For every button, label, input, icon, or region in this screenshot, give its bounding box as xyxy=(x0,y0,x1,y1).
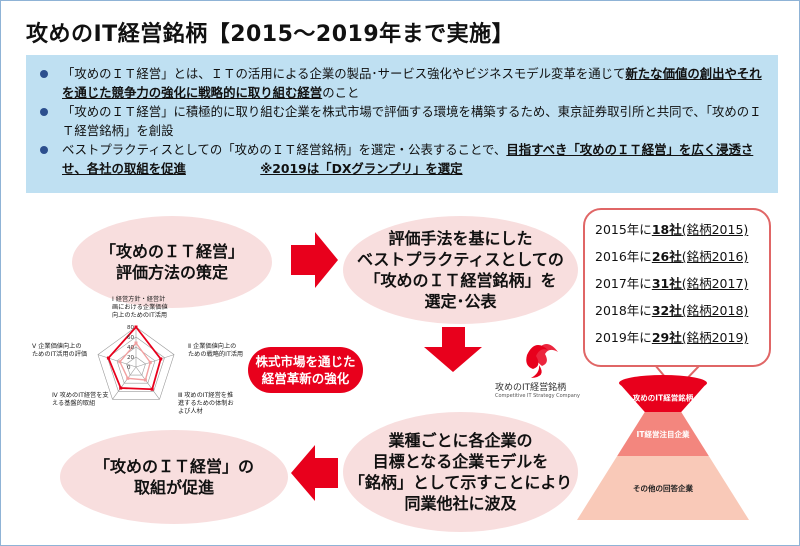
bullet-item: 「攻めのＩＴ経営」とは、ＩＴの活用による企業の製品･サービス強化やビジネスモデル… xyxy=(40,64,770,102)
step-ripple-effect: 業種ごとに各企業の 目標となる企業モデルを 「銘柄」として示すことにより 同業他… xyxy=(343,412,578,532)
history-row: 2016年に26社(銘柄2016) xyxy=(595,243,748,270)
radar-point xyxy=(119,386,123,390)
history-pre: 2019年に xyxy=(595,330,652,345)
step-promotion-text: 「攻めのＩＴ経営」の 取組が促進 xyxy=(93,457,254,497)
pyramid-label: IT経営注目企業 xyxy=(637,429,690,439)
radar-axis-label: Ⅰ 経営方針・経営計 画における企業価値 向上のためのIT活用 xyxy=(112,296,168,319)
history-pre: 2018年に xyxy=(595,303,652,318)
history-pre: 2015年に xyxy=(595,222,652,237)
bullet-item: ベストプラクティスとしての「攻めのＩＴ経営銘柄」を選定・公表することで、目指すべ… xyxy=(40,140,770,178)
radar-tick-label: 0 xyxy=(127,365,131,371)
logo-subtitle: Competitive IT Strategy Company xyxy=(495,393,580,399)
history-list: 2015年に18社(銘柄2015)2016年に26社(銘柄2016)2017年に… xyxy=(595,216,748,351)
bullet-text: のこと xyxy=(322,85,360,100)
radar-point xyxy=(134,341,138,345)
history-post: (銘柄2019) xyxy=(681,330,749,345)
history-row: 2017年に31社(銘柄2017) xyxy=(595,270,748,297)
history-pre: 2016年に xyxy=(595,249,652,264)
bullet-text: 「攻めのＩＴ経営」とは、ＩＴの活用による企業の製品･サービス強化やビジネスモデル… xyxy=(62,66,626,81)
radar-point xyxy=(150,387,154,391)
page-title: 攻めのIT経営銘柄【2015～2019年まで実施】 xyxy=(26,22,515,47)
step-evaluation-method-text: 「攻めのＩＴ経営」 評価方法の策定 xyxy=(99,242,244,282)
radar-grid-ring xyxy=(97,326,175,400)
pyramid-label: 攻めのIT経営銘柄 xyxy=(633,393,694,403)
radar-point xyxy=(118,360,122,364)
history-post: (銘柄2015) xyxy=(681,222,749,237)
radar-axis xyxy=(135,354,175,368)
pyramid-label: その他の回答企業 xyxy=(633,483,693,493)
history-pre: 2017年に xyxy=(595,276,652,291)
history-post: (銘柄2016) xyxy=(681,249,749,264)
arrow-left xyxy=(291,445,338,501)
radar-point xyxy=(106,356,110,360)
step-selection: 評価手法を基にした ベストプラクティスとしての 「攻めのＩＴ経営銘柄」を 選定･… xyxy=(343,216,578,324)
bullet-text: ベストプラクティスとしての「攻めのＩＴ経営銘柄」を選定・公表することで、 xyxy=(62,142,507,157)
bullet-dot-icon xyxy=(40,146,48,154)
center-pill: 株式市場を通じた 経営革新の強化 xyxy=(248,347,363,393)
history-post: (銘柄2018) xyxy=(681,303,749,318)
pyramid-tier xyxy=(577,456,749,520)
bullet-emphasis: 新たな価値の創出やそれを通じた競争力の強化に戦略的に取り組む経営 xyxy=(62,66,762,100)
radar-axis-label: Ⅲ 攻めのIT経営を推 進するための体制お よび人材 xyxy=(178,392,234,415)
summary-box: 「攻めのＩＴ経営」とは、ＩＴの活用による企業の製品･サービス強化やビジネスモデル… xyxy=(26,55,778,193)
radar-axis xyxy=(135,366,160,400)
radar-grid-ring xyxy=(116,346,156,384)
radar-axis xyxy=(97,354,137,368)
radar-tick-label: 20 xyxy=(127,355,134,361)
radar-axis-label: Ⅱ 企業価値向上の ための戦略的IT活用 xyxy=(188,343,244,358)
radar-series-line xyxy=(119,341,152,381)
bullet-dot-icon xyxy=(40,70,48,78)
bullet-item: 「攻めのＩＴ経営」に積極的に取り組む企業を株式市場で評価する環境を構築するため、… xyxy=(40,102,770,140)
bullet-list: 「攻めのＩＴ経営」とは、ＩＴの活用による企業の製品･サービス強化やビジネスモデル… xyxy=(40,64,770,178)
history-count: 18社 xyxy=(651,222,682,237)
logo-mark-icon xyxy=(526,344,558,378)
pyramid-cap xyxy=(619,375,707,391)
radar-tick-label: 80 xyxy=(127,325,134,331)
radar-point xyxy=(148,360,152,364)
radar-point xyxy=(126,376,130,380)
history-post: (銘柄2017) xyxy=(681,276,749,291)
bullet-emphasis: 目指すべき「攻めのＩＴ経営」を広く浸透させ、各社の取組を促進 xyxy=(62,142,754,176)
radar-point xyxy=(143,378,147,382)
history-row: 2015年に18社(銘柄2015) xyxy=(595,216,748,243)
radar-point xyxy=(134,325,138,329)
step-evaluation-method: 「攻めのＩＴ経営」 評価方法の策定 xyxy=(72,216,272,308)
radar-axis-label: Ⅳ 攻めのIT経営を支 える基盤的取組 xyxy=(52,392,109,407)
history-count: 29社 xyxy=(651,330,682,345)
bullet-text: 「攻めのＩＴ経営」に積極的に取り組む企業を株式市場で評価する環境を構築するため、… xyxy=(62,104,762,138)
radar-point xyxy=(159,357,163,361)
radar-series-line xyxy=(107,325,162,391)
arrow-right xyxy=(291,232,338,288)
step-promotion: 「攻めのＩＴ経営」の 取組が促進 xyxy=(60,430,288,524)
arrow-down xyxy=(424,327,482,372)
radar-axis-label: Ⅴ 企業価値向上の ためのIT活用の評価 xyxy=(32,343,88,358)
pyramid-tier xyxy=(619,383,707,412)
radar-tick-label: 40 xyxy=(127,345,134,351)
pyramid-tier xyxy=(617,412,709,456)
bullet-emphasis: ※2019は「DXグランプリ」を選定 xyxy=(260,161,463,176)
history-count: 31社 xyxy=(651,276,682,291)
history-count: 32社 xyxy=(651,303,682,318)
bullet-dot-icon xyxy=(40,108,48,116)
radar-grid-ring xyxy=(126,356,146,376)
history-count: 26社 xyxy=(651,249,682,264)
history-row: 2018年に32社(銘柄2018) xyxy=(595,297,748,324)
logo-name: 攻めのIT経営銘柄 xyxy=(495,383,567,393)
step-selection-text: 評価手法を基にした ベストプラクティスとしての 「攻めのＩＴ経営銘柄」を 選定･… xyxy=(357,229,564,311)
radar-tick-label: 60 xyxy=(127,335,134,341)
history-bubble: 2015年に18社(銘柄2015)2016年に26社(銘柄2016)2017年に… xyxy=(583,208,771,367)
radar-axis xyxy=(112,366,137,400)
radar-chart: 80 60 40 20 0 xyxy=(97,325,175,400)
history-row: 2019年に29社(銘柄2019) xyxy=(595,324,748,351)
step-ripple-effect-text: 業種ごとに各企業の 目標となる企業モデルを 「銘柄」として示すことにより 同業他… xyxy=(348,431,573,513)
